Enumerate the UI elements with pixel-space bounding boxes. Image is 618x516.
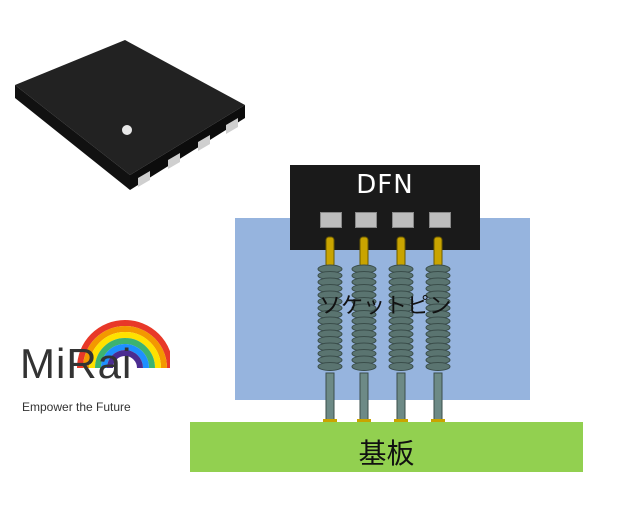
dfn-package xyxy=(290,165,480,250)
dfn-chip-image xyxy=(15,40,245,190)
dfn-label: DFN xyxy=(356,170,414,200)
dfn-pad xyxy=(429,212,451,228)
board xyxy=(190,422,583,472)
dfn-pad xyxy=(355,212,377,228)
rainbow-arc xyxy=(83,326,167,369)
socket-pin xyxy=(388,236,414,424)
board-label: 基板 xyxy=(358,437,415,470)
socket-pin xyxy=(351,236,377,424)
chip-top xyxy=(15,40,245,175)
mirai-rainbow-logo xyxy=(77,320,170,369)
socket-pins xyxy=(317,236,451,424)
rainbow-arc xyxy=(107,350,143,369)
pin1-marker xyxy=(122,125,132,135)
dfn-pad xyxy=(392,212,414,228)
socket-pin-label: ソケットピン xyxy=(318,294,451,319)
chip-leads xyxy=(138,118,238,187)
rainbow-arc xyxy=(101,344,149,369)
socket-pin xyxy=(425,236,451,424)
logo-wordmark: MiRai xyxy=(20,340,133,387)
dfn-pad xyxy=(320,212,342,228)
rainbow-arc xyxy=(77,320,170,369)
logo-tagline: Empower the Future xyxy=(22,400,131,414)
socket-pin xyxy=(317,236,343,424)
chip-left-side xyxy=(15,85,130,190)
rainbow-arc xyxy=(95,338,155,369)
chip-right-side xyxy=(130,105,245,190)
rainbow-arc xyxy=(89,332,161,369)
